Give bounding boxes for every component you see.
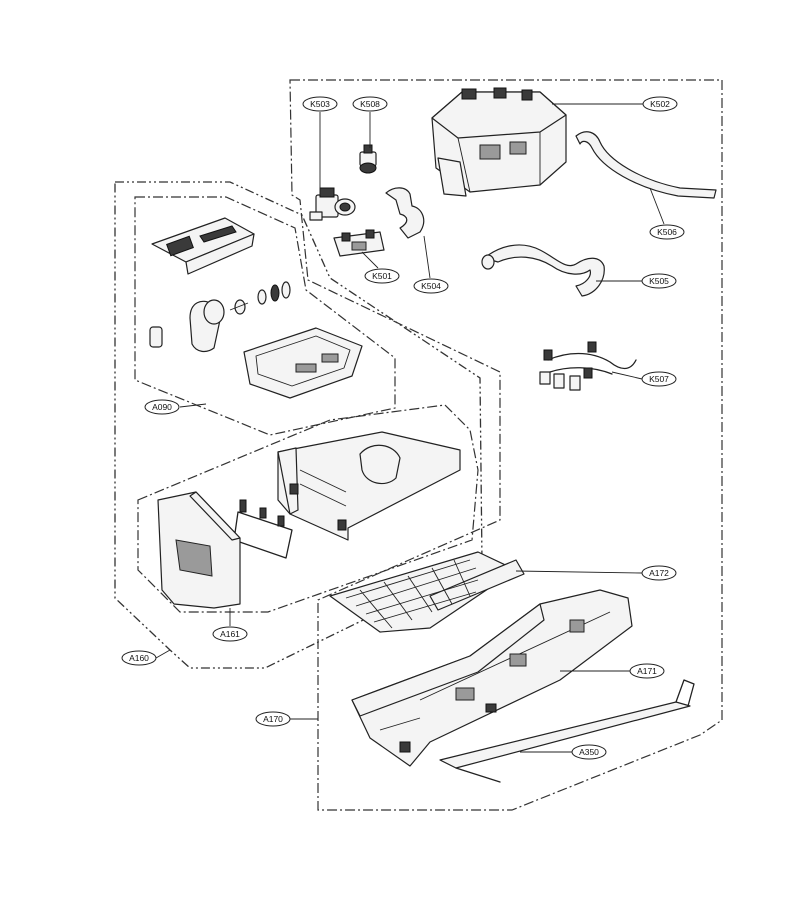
label-a170: A170: [255, 711, 291, 727]
dispenser-tray-a090: [243, 327, 363, 399]
label-k501: K501: [364, 268, 400, 284]
label-a161: A161: [212, 626, 248, 642]
svg-text:K501: K501: [372, 271, 392, 281]
water-hose-k505: [483, 244, 605, 297]
label-k504: K504: [413, 278, 449, 294]
leader-lines: [155, 103, 665, 753]
drain-hose-k506: [575, 131, 717, 199]
drawer-handle-frame-a161: [233, 499, 293, 559]
drawer-front-panel-a161: [157, 491, 241, 609]
label-k502: K502: [642, 96, 678, 112]
small-cap-a090: [149, 326, 163, 348]
svg-text:K505: K505: [649, 276, 669, 286]
hose-end-k505: [481, 254, 495, 270]
seal-rings-a090: [229, 281, 291, 315]
svg-text:A350: A350: [579, 747, 599, 757]
label-a160: A160: [121, 650, 157, 666]
label-k506: K506: [649, 224, 685, 240]
svg-text:A160: A160: [129, 653, 149, 663]
svg-text:K506: K506: [657, 227, 677, 237]
label-a171: A171: [629, 663, 665, 679]
label-k503: K503: [302, 96, 338, 112]
svg-text:K504: K504: [421, 281, 441, 291]
svg-text:A170: A170: [263, 714, 283, 724]
valve-clip-k508: [359, 144, 377, 174]
svg-text:A161: A161: [220, 629, 240, 639]
group-boundary-a161: [137, 404, 479, 613]
rail-a350: [439, 679, 695, 783]
bracket-k501: [333, 229, 385, 257]
svg-text:K508: K508: [360, 99, 380, 109]
svg-text:A090: A090: [152, 402, 172, 412]
label-a172: A172: [641, 565, 677, 581]
label-k508: K508: [352, 96, 388, 112]
group-boundary-a090: [134, 196, 396, 436]
grille-a172: [329, 551, 525, 633]
label-k507: K507: [641, 371, 677, 387]
label-a090: A090: [144, 399, 180, 415]
label-a350: A350: [571, 744, 607, 760]
label-k505: K505: [641, 273, 677, 289]
svg-text:K507: K507: [649, 374, 669, 384]
group-boundary-k-parts: [289, 79, 723, 811]
wire-harness-k507: [539, 341, 637, 391]
svg-text:A171: A171: [637, 666, 657, 676]
svg-text:A172: A172: [649, 568, 669, 578]
siphon-tube-a090: [189, 299, 225, 353]
dispenser-drawer-a161: [277, 431, 461, 541]
detergent-cap-a090: [151, 217, 255, 275]
elbow-hose-k504: [385, 187, 425, 239]
dispenser-housing-k502: [431, 87, 567, 197]
svg-text:K503: K503: [310, 99, 330, 109]
housing-base-a171: [351, 589, 633, 767]
svg-text:K502: K502: [650, 99, 670, 109]
group-boundary-a160: [114, 181, 483, 669]
inlet-valve-k503: [309, 187, 356, 221]
